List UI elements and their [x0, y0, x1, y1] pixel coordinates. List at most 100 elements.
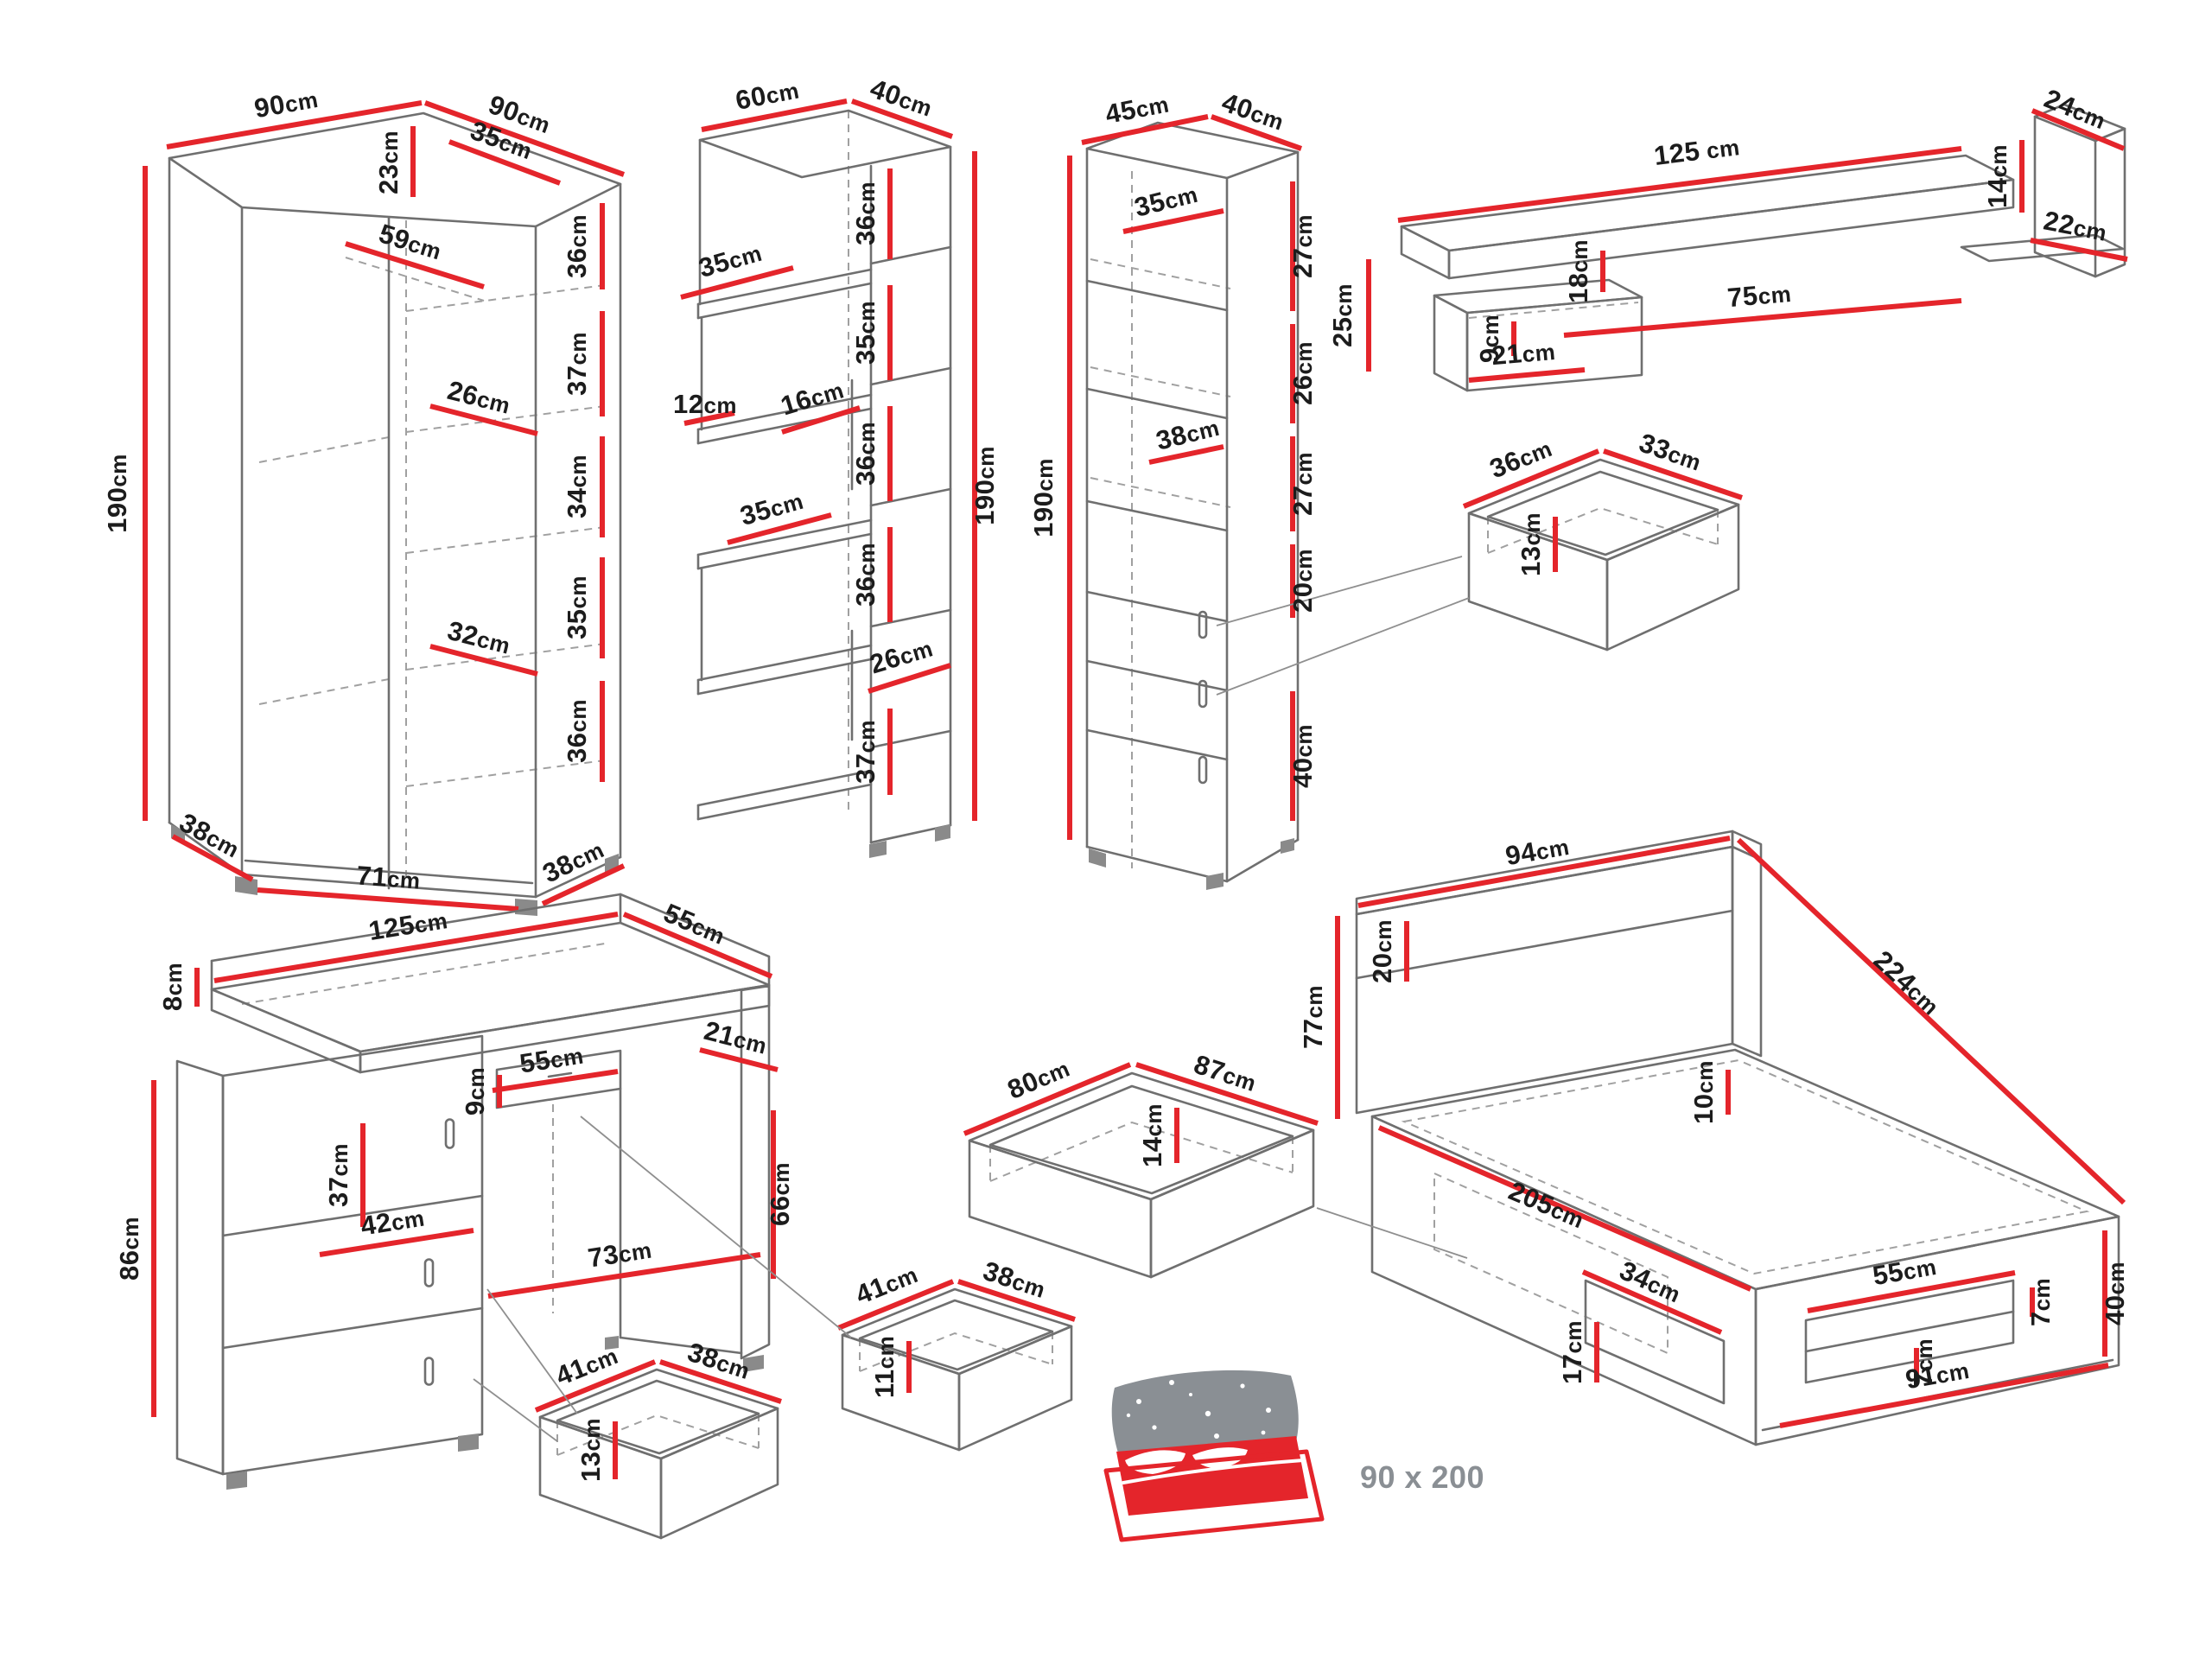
dim-label-shelf-unit-25: 36cm [850, 543, 880, 607]
dim-label-desk-60: 66cm [765, 1162, 795, 1226]
dim-label-bed-79: 55cm [1871, 1250, 1939, 1291]
dim-label-desk-51: 125cm [366, 904, 449, 946]
tall-cabinet-feet [1089, 838, 1294, 890]
dim-label-bed-74: 77cm [1298, 985, 1328, 1049]
dim-label-bed-75: 10cm [1688, 1060, 1719, 1124]
shelf-unit-feet [869, 824, 950, 858]
dim-label-desk-55: 55cm [518, 1039, 586, 1079]
dim-label-drawer-80x87-70: 14cm [1137, 1103, 1167, 1167]
bed-dimension-lines [1335, 836, 2126, 1428]
bed-base-outline [1103, 1449, 1325, 1542]
drawer-80x87-hidden-lines [989, 1121, 1294, 1182]
corner-wardrobe-dimension-lines [143, 100, 626, 912]
dim-label-bed-81: 17cm [1557, 1320, 1587, 1384]
dim-label-wall-shelf-39: 125 cm [1652, 130, 1741, 171]
dim-label-tall-cabinet-35: 20cm [1287, 549, 1318, 613]
dim-label-drawer-41x38x11-67: 11cm [869, 1336, 899, 1398]
tall-cabinet-hidden-lines [1090, 171, 1231, 868]
drawer-36x33-outline [1467, 458, 1740, 652]
dim-label-tall-cabinet-31: 35cm [1131, 178, 1200, 223]
drawer-41x38x11-drawing [836, 1279, 1076, 1452]
dim-label-mattress-size-84: 90 x 200 [1360, 1459, 1484, 1495]
dim-label-shelf-unit-16: 60cm [733, 73, 801, 115]
dim-label-bed-83: 91cm [1904, 1354, 1972, 1395]
dim-label-drawer-36x33-50: 13cm [1516, 512, 1546, 576]
dim-label-desk-61: 86cm [114, 1217, 144, 1281]
wall-shelf-drawing [1366, 103, 2128, 392]
bed-drawing [1335, 830, 2126, 1446]
desk-dimension-lines [151, 912, 779, 1417]
dim-label-corner-wardrobe-5: 36cm [562, 214, 592, 278]
dim-label-shelf-unit-23: 36cm [850, 422, 880, 486]
dim-label-wall-shelf-43: 18cm [1563, 239, 1593, 303]
dim-label-corner-wardrobe-3: 23cm [373, 130, 404, 194]
dim-label-desk-57: 37cm [323, 1143, 353, 1207]
dim-label-tall-cabinet-29: 45cm [1103, 87, 1171, 129]
dim-label-corner-wardrobe-14: 71cm [356, 860, 422, 894]
dim-label-wall-shelf-47: 25cm [1327, 283, 1357, 347]
bed-outline [1355, 830, 2120, 1446]
drawer-36x33-dimension-lines [1462, 448, 1743, 572]
bed-hidden-lines [1401, 1058, 2090, 1355]
desk-feet [226, 1336, 764, 1490]
shelf-unit-drawing [680, 99, 977, 858]
dim-label-wall-shelf-45: 75cm [1726, 277, 1793, 313]
dim-label-shelf-unit-18: 36cm [850, 181, 880, 245]
corner-wardrobe-drawing [143, 100, 626, 916]
dim-label-bed-73: 20cm [1367, 919, 1397, 983]
desk-outline [175, 893, 771, 1476]
corner-wardrobe-hidden-lines [258, 220, 606, 883]
drawer-41x38x11-dimension-lines [836, 1279, 1076, 1393]
shelf-unit-outline [696, 109, 952, 844]
drawer-80x87-dimension-lines [963, 1062, 1319, 1163]
desk-hidden-lines [241, 943, 606, 1313]
dim-label-desk-53: 8cm [157, 963, 188, 1011]
dim-label-wall-shelf-46: 9cm [1474, 315, 1504, 363]
dim-label-shelf-unit-21: 12cm [673, 389, 737, 419]
drawer-36x33-drawing [1462, 448, 1743, 652]
dim-label-bed-80: 7cm [2025, 1278, 2056, 1326]
tall-cabinet-dimension-lines [1067, 114, 1303, 840]
drawer-41x38x13-outline [538, 1368, 779, 1540]
drawer-41x38x11-outline [841, 1287, 1073, 1452]
dim-label-tall-cabinet-37: 190cm [1028, 458, 1058, 537]
dim-label-wall-shelf-44: 21cm [1491, 335, 1557, 371]
drawer-41x38x13-dimension-lines [534, 1359, 782, 1479]
sheet-fold-line [1122, 1459, 1305, 1484]
wall-shelf-dimension-lines [1366, 108, 2128, 383]
dim-label-shelf-unit-20: 35cm [850, 301, 880, 365]
dim-label-corner-wardrobe-6: 37cm [562, 332, 592, 396]
drawer-41x38x13-hidden-lines [556, 1414, 760, 1456]
dim-label-wall-shelf-41: 14cm [1982, 144, 2012, 208]
dim-label-tall-cabinet-34: 27cm [1287, 452, 1318, 516]
dim-label-desk-59: 73cm [586, 1234, 654, 1274]
callout-lines [473, 556, 1470, 1442]
dim-label-wall-shelf-42: 22cm [2041, 205, 2109, 246]
tall-cabinet-drawing [1067, 114, 1303, 890]
drawer-36x33-hidden-lines [1487, 506, 1719, 554]
dim-label-corner-wardrobe-12: 190cm [102, 454, 132, 533]
drawer-80x87-outline [968, 1071, 1315, 1279]
shelf-unit-dimension-lines [680, 99, 977, 821]
tall-cabinet-outline [1085, 121, 1300, 883]
blanket-stars [1126, 1380, 1271, 1439]
dim-label-shelf-unit-27: 37cm [850, 720, 880, 784]
dim-label-corner-wardrobe-8: 34cm [562, 454, 592, 518]
wall-shelf-hidden-lines [1468, 302, 1639, 319]
dim-label-shelf-unit-28: 190cm [969, 446, 1000, 525]
dim-label-tall-cabinet-33: 26cm [1287, 341, 1318, 405]
drawer-41x38x11-hidden-lines [859, 1332, 1053, 1372]
wall-shelf-outline [1400, 103, 2126, 392]
drawer-41x38x13-drawing [534, 1359, 782, 1540]
dim-label-corner-wardrobe-0: 90cm [252, 83, 321, 124]
desk-drawing [151, 893, 779, 1490]
dim-label-tall-cabinet-32: 27cm [1287, 214, 1318, 278]
corner-wardrobe-outline [168, 111, 622, 899]
dim-label-desk-56: 9cm [460, 1067, 490, 1116]
mattress-icon [1103, 1370, 1325, 1542]
dim-label-tall-cabinet-38: 40cm [1287, 724, 1318, 788]
